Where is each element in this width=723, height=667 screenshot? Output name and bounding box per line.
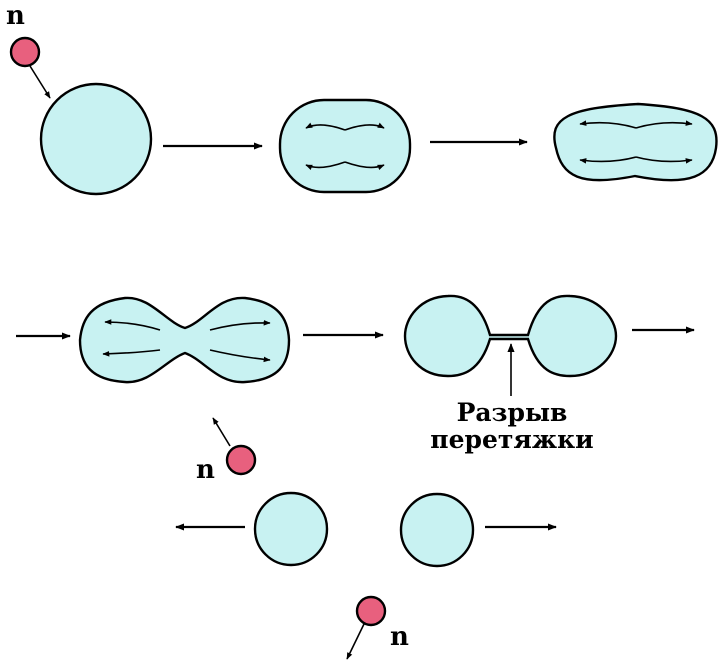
stage-neck-rupture: Разрыв перетяжки	[403, 294, 618, 454]
spherical-nucleus	[39, 82, 153, 196]
flow-arrow-lower-right	[209, 349, 271, 363]
neutron-label-2: n	[390, 622, 409, 652]
flow-arrow-upper-right	[209, 319, 271, 331]
flow-arrow-lower-left	[102, 349, 161, 357]
necked-nucleus	[78, 296, 291, 384]
oblate-nucleus	[278, 98, 412, 194]
flow-arrow-lower-right	[344, 161, 385, 171]
neutron-path-arrow	[29, 65, 51, 99]
emitted-neutron-1-arrow	[212, 417, 231, 447]
flow-arrow-lower-left	[305, 161, 346, 171]
flow-arrow-lower-left	[579, 156, 637, 164]
flow-arrow-upper-right	[635, 120, 693, 129]
ruptured-neck-nucleus	[403, 294, 618, 378]
caption-line-2: перетяжки	[430, 425, 593, 454]
fission-fragment-right	[399, 492, 475, 568]
neutron-label-1: n	[196, 455, 215, 485]
caption-line-1: Разрыв	[457, 398, 568, 427]
stage-neck-formation	[78, 296, 291, 384]
flow-arrow-lower-right	[635, 156, 693, 164]
flow-arrow-upper-left	[305, 122, 346, 131]
stage-fission-fragments: n n	[175, 417, 557, 660]
stage-dumbbell	[553, 102, 718, 182]
flow-arrow-upper-left	[104, 319, 161, 331]
stage-oblate-deformation	[278, 98, 412, 194]
emitted-neutron-2	[355, 595, 387, 627]
flow-arrow-upper-left	[579, 120, 637, 129]
neutron-label-incoming: n	[6, 1, 25, 31]
emitted-neutron-2-arrow	[346, 623, 365, 660]
stage-neutron-capture: n	[6, 1, 153, 196]
fission-fragment-left	[253, 491, 329, 567]
emitted-neutron-1	[225, 444, 257, 476]
flow-arrow-upper-right	[344, 122, 385, 131]
dumbbell-nucleus	[553, 102, 718, 182]
incoming-neutron	[9, 36, 41, 68]
